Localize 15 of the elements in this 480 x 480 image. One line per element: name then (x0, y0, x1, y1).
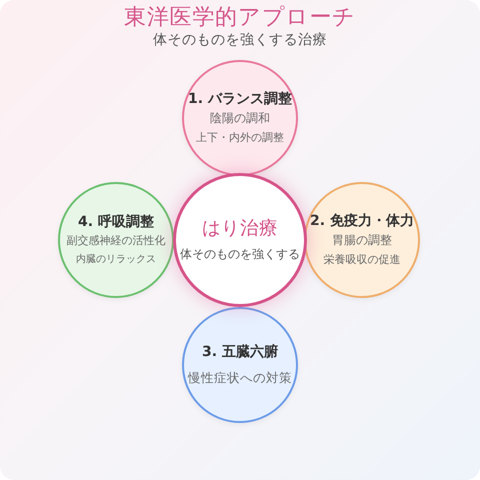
node-text: 栄養吸収の促進 (324, 254, 400, 267)
subtitle: 体そのものを強くする治療 (152, 33, 328, 48)
node-text: 体そのものを強くする (180, 248, 300, 262)
node-heading: 2. 免疫力・体力 (310, 213, 414, 230)
node-text: 上下・内外の調整 (196, 132, 284, 145)
node-text: 陰陽の調和 (210, 112, 270, 126)
node-text: 胃腸の調整 (332, 234, 392, 248)
title: 東洋医学的アプローチ (123, 6, 357, 30)
node-text: 慢性症状への対策 (188, 371, 292, 386)
node-heading: はり治療 (202, 218, 278, 240)
node-text: 内臓のリラックス (76, 254, 156, 266)
node-text: 副交感神経の活性化 (66, 235, 166, 248)
node-heading: 1. バランス調整 (188, 91, 292, 108)
node-heading: 3. 五臓六腑 (202, 344, 278, 360)
node-heading: 4. 呼吸調整 (78, 214, 154, 230)
